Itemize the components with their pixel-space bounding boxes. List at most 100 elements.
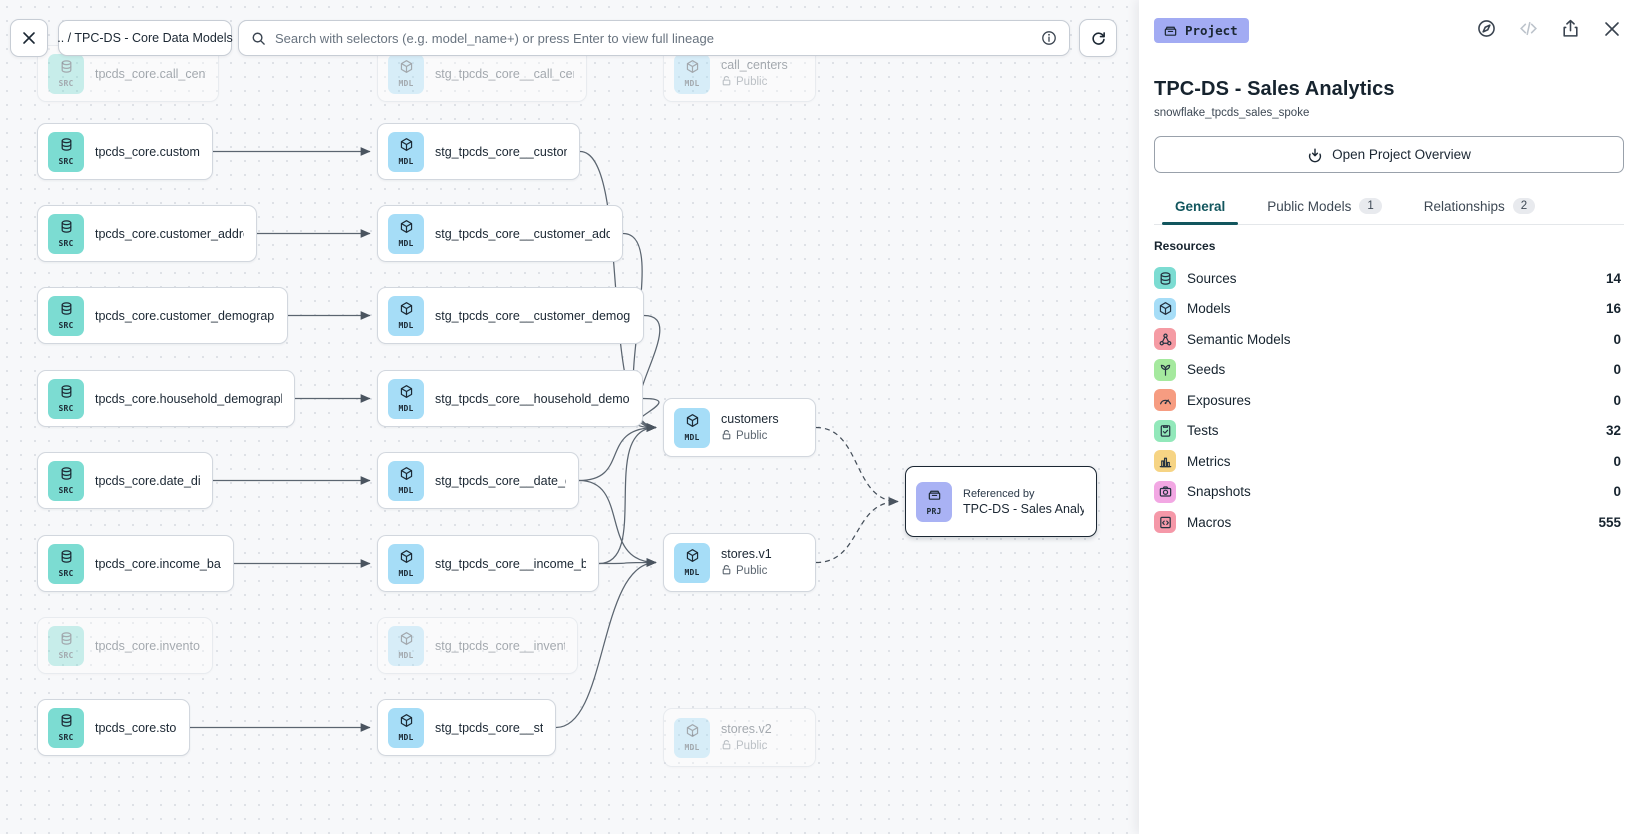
- database-icon: [59, 219, 74, 239]
- database-icon: [1154, 267, 1176, 290]
- node-type-label: SRC: [58, 486, 74, 495]
- edge-mdl_stores_v1-to-prj_sales_analytics: [815, 497, 899, 564]
- tab-public-models[interactable]: Public Models 1: [1246, 190, 1402, 224]
- node-type-label: SRC: [58, 404, 74, 413]
- node-type-badge-mdl: MDL: [388, 625, 424, 666]
- open-project-overview-label: Open Project Overview: [1332, 147, 1471, 162]
- refresh-lineage-button[interactable]: [1079, 19, 1117, 57]
- resource-count: 0: [1613, 453, 1621, 469]
- resource-count: 32: [1605, 423, 1621, 439]
- resource-label: Models: [1187, 301, 1231, 317]
- breadcrumb[interactable]: .. / TPC-DS - Core Data Models: [57, 20, 233, 56]
- node-text: tpcds_core.inventory: [95, 639, 200, 653]
- node-label: tpcds_core.date_dim: [95, 473, 200, 488]
- view-code-button[interactable]: [1516, 16, 1541, 44]
- node-text: stg_tpcds_core__call_center: [435, 67, 574, 81]
- node-text: tpcds_core.store: [95, 721, 177, 735]
- node-type-label: SRC: [58, 239, 74, 248]
- node-type-badge-src: SRC: [48, 378, 84, 419]
- open-project-overview-button[interactable]: Open Project Overview: [1154, 136, 1624, 173]
- graph-node-stg_inventory[interactable]: MDL stg_tpcds_core__inventory: [377, 617, 578, 674]
- graph-node-src_customer_address[interactable]: SRC tpcds_core.customer_address: [37, 205, 257, 262]
- node-type-badge-src: SRC: [48, 213, 84, 254]
- resources-heading: Resources: [1154, 239, 1216, 253]
- project-icon: [1163, 23, 1178, 38]
- node-type-label: SRC: [58, 157, 74, 166]
- node-text: stg_tpcds_core__customer: [435, 145, 567, 159]
- tab-count-badge: 1: [1359, 198, 1382, 214]
- gauge-icon: [1154, 389, 1176, 412]
- node-type-badge-mdl: MDL: [674, 407, 710, 448]
- cube-icon: [685, 548, 700, 568]
- tab-general[interactable]: General: [1154, 190, 1246, 225]
- close-lineage-button[interactable]: [10, 19, 48, 57]
- node-label: tpcds_core.store: [95, 720, 177, 735]
- database-icon: [59, 301, 74, 321]
- resource-count: 555: [1598, 514, 1621, 530]
- database-icon: [59, 549, 74, 569]
- node-text: tpcds_core.date_dim: [95, 474, 200, 488]
- close-panel-button[interactable]: [1600, 17, 1624, 44]
- edge-stg_date_dim-to-mdl_customers: [578, 423, 657, 482]
- node-type-label: MDL: [398, 404, 414, 413]
- node-type-badge-mdl: MDL: [674, 542, 710, 583]
- edge-stg_store-to-mdl_stores_v1: [555, 558, 657, 729]
- graph-node-stg_household_demographics[interactable]: MDL stg_tpcds_core__household_demogr…: [377, 370, 643, 427]
- share-button[interactable]: [1558, 16, 1583, 44]
- node-type-badge-mdl: MDL: [388, 53, 424, 94]
- node-text: tpcds_core.customer_address: [95, 227, 244, 241]
- resource-label: Sources: [1187, 270, 1237, 286]
- overview-icon: [1307, 147, 1323, 163]
- lock-open-icon: [721, 75, 732, 90]
- lineage-edges: [190, 147, 899, 732]
- edge-stg_income_band-to-mdl_customers: [598, 423, 657, 565]
- node-text: stg_tpcds_core__customer_address: [435, 227, 610, 241]
- node-type-badge-mdl: MDL: [388, 707, 424, 748]
- graph-node-stg_customer_demographics[interactable]: MDLstg_tpcds_core__customer_demogra…: [377, 287, 644, 344]
- edge-stg_household_demographics-to-mdl_customers: [636, 397, 660, 432]
- graph-node-src_date_dim[interactable]: SRC tpcds_core.date_dim: [37, 452, 213, 509]
- tab-count-badge: 2: [1512, 198, 1536, 214]
- database-icon: [59, 384, 74, 404]
- page-title: TPC-DS - Sales Analytics: [1154, 78, 1395, 100]
- node-label: stg_tpcds_core__inventory: [435, 638, 565, 653]
- node-text: stg_tpcds_core__household_demogr…: [435, 392, 630, 406]
- search-input[interactable]: [275, 30, 1032, 46]
- tab-relationships[interactable]: Relationships 2: [1403, 190, 1556, 224]
- info-icon[interactable]: [1041, 30, 1057, 46]
- tab-label: Public Models: [1267, 198, 1352, 214]
- lineage-canvas[interactable]: SRCtpcds_core.call_centerSRCtpcds_core.c…: [0, 0, 1139, 834]
- node-label: stg_tpcds_core__call_center: [435, 66, 574, 81]
- explore-lineage-button[interactable]: [1474, 16, 1499, 44]
- node-type-badge-prj: PRJ: [916, 481, 952, 522]
- tab-label: Relationships: [1423, 198, 1505, 214]
- cube-icon: [685, 723, 700, 743]
- lock-open-icon: [721, 739, 732, 754]
- lock-open-icon: [721, 429, 732, 444]
- database-icon: [59, 137, 74, 157]
